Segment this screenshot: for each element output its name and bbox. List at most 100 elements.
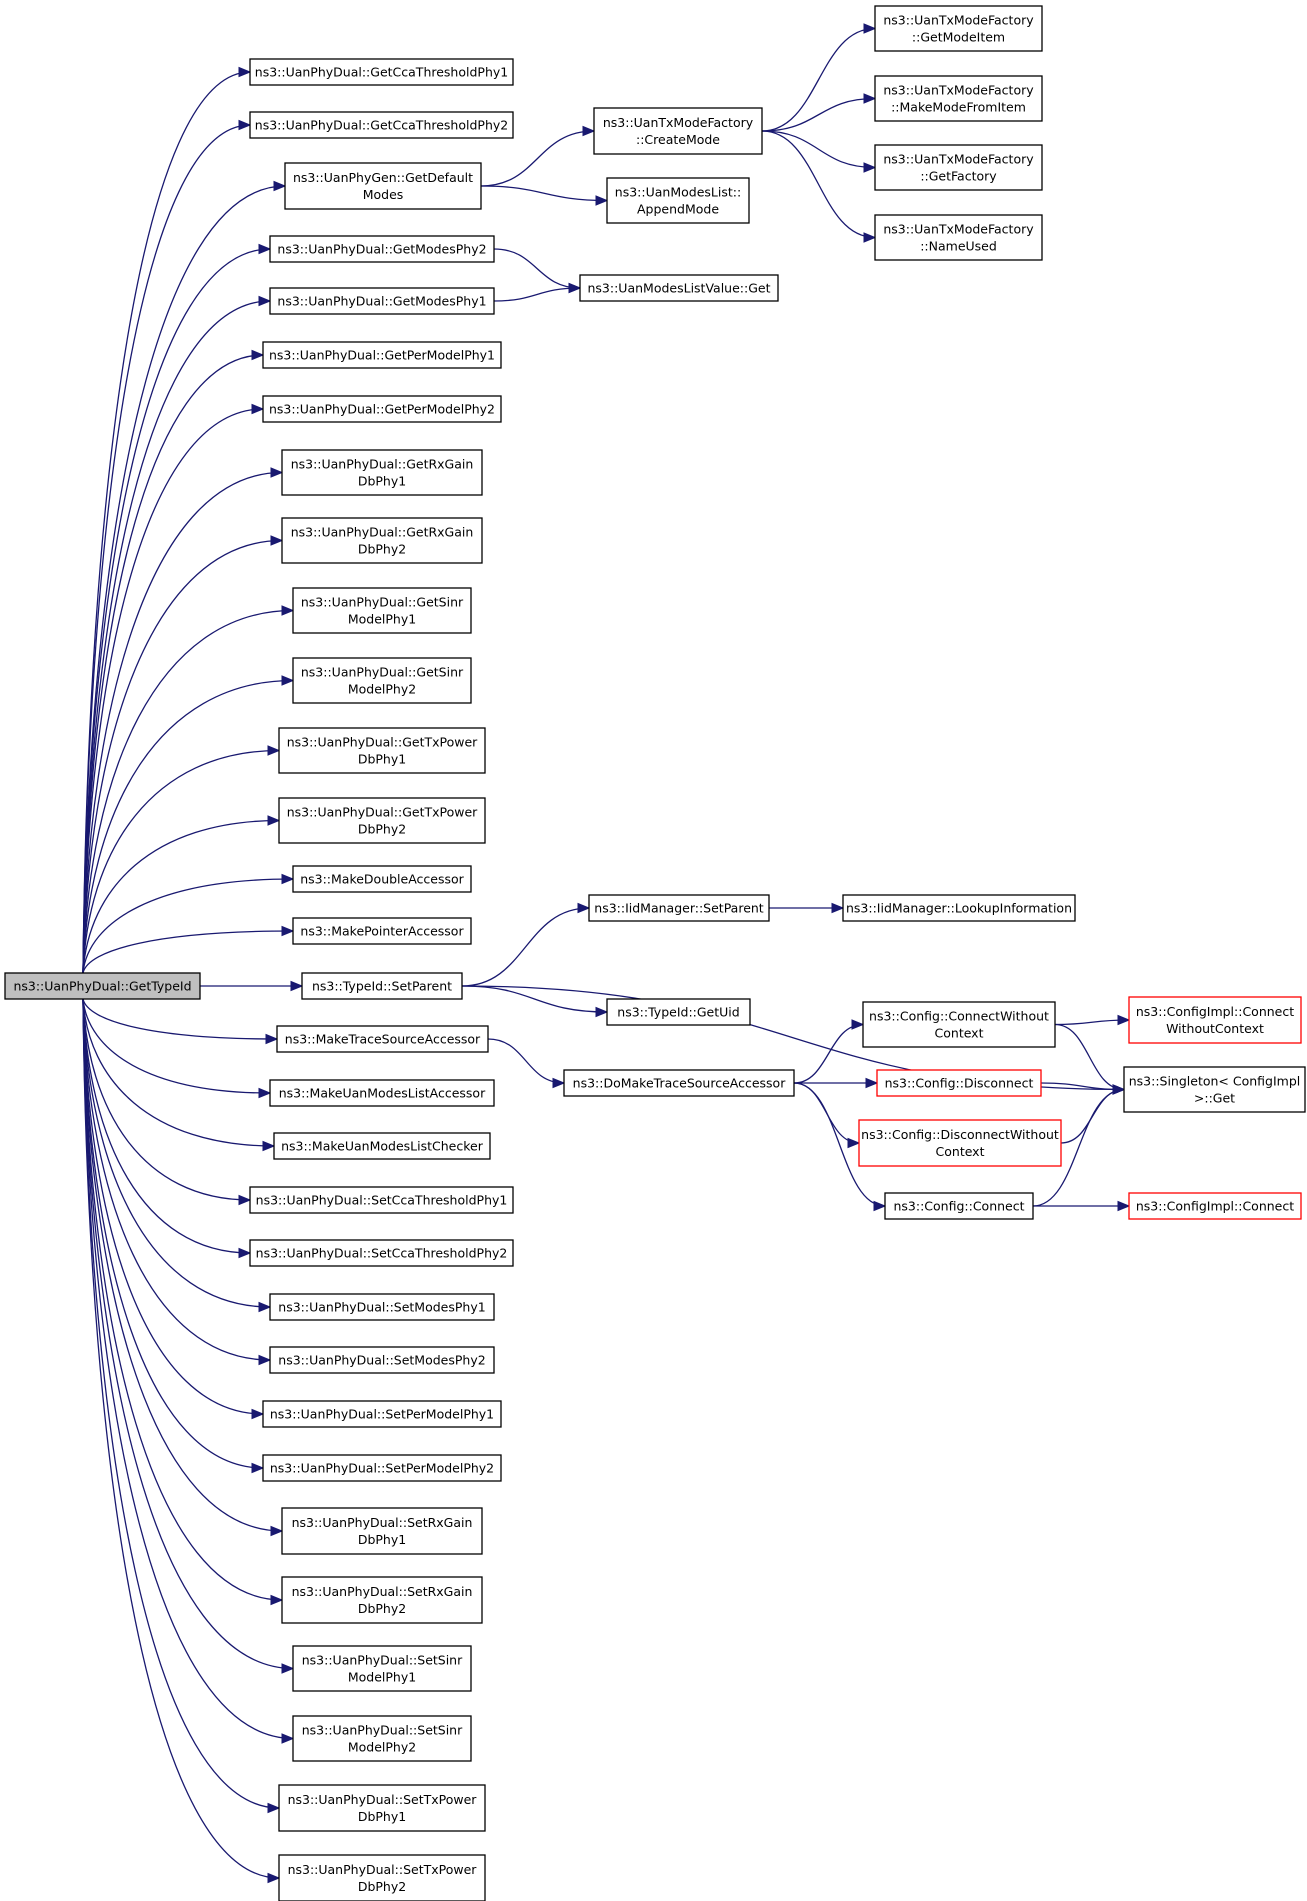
graph-node-n22[interactable]: ns3::UanPhyDual::SetModesPhy1 [269,1293,495,1321]
graph-node-m2[interactable]: ns3::UanModesList::AppendMode [606,177,750,224]
edge-c4-to-d2 [1032,1084,1126,1207]
node-label: DbPhy2 [358,822,406,837]
graph-node-d3[interactable]: ns3::ConfigImpl::Connect [1128,1192,1302,1220]
graph-node-n18[interactable]: ns3::MakeUanModesListAccessor [269,1079,495,1107]
arrowhead-icon [258,1087,272,1099]
graph-node-t1[interactable]: ns3::UanTxModeFactory::GetModeItem [874,5,1043,52]
root-node[interactable]: ns3::UanPhyDual::GetTypeId [4,972,201,1000]
arrowhead-icon [238,66,252,78]
node-box [1128,1192,1302,1220]
graph-node-m3[interactable]: ns3::UanModesListValue::Get [579,274,779,302]
node-label: ns3::UanModesListValue::Get [588,281,771,296]
arrowhead-icon [863,232,877,243]
graph-node-n24[interactable]: ns3::UanPhyDual::SetPerModelPhy1 [262,1400,502,1428]
graph-node-c2[interactable]: ns3::Config::Disconnect [876,1069,1042,1097]
edge-line [793,1023,864,1084]
graph-node-t2[interactable]: ns3::UanTxModeFactory::MakeModeFromItem [874,75,1043,122]
edge-n4-to-m3 [493,248,582,294]
node-label: ns3::UanModesList:: [615,185,741,200]
arrowhead-icon [595,1006,609,1018]
graph-node-n16[interactable]: ns3::TypeId::SetParent [301,972,463,1000]
edge-root-to-n21 [82,998,252,1259]
node-box [292,587,472,634]
graph-node-n7[interactable]: ns3::UanPhyDual::GetPerModelPhy2 [262,395,502,423]
edge-line [1054,1023,1125,1091]
edge-line [82,749,280,974]
graph-node-d2[interactable]: ns3::Singleton< ConfigImpl >::Get [1123,1066,1306,1113]
arrowhead-icon [267,745,281,756]
node-box [278,797,486,844]
edge-line [82,471,283,974]
graph-node-n2[interactable]: ns3::UanPhyDual::GetCcaThresholdPhy2 [249,111,514,139]
edge-m4-to-t5 [768,902,845,914]
graph-node-m5[interactable]: ns3::TypeId::GetUid [606,998,751,1026]
edge-m6-to-c2 [793,1077,879,1089]
graph-node-n4[interactable]: ns3::UanPhyDual::GetModesPhy2 [269,235,495,263]
arrowhead-icon [238,1247,252,1259]
edge-line [82,998,264,1415]
graph-node-n19[interactable]: ns3::MakeUanModesListChecker [273,1132,491,1160]
graph-node-n5[interactable]: ns3::UanPhyDual::GetModesPhy1 [269,287,495,315]
node-box [281,449,483,496]
node-label: WithoutContext [1166,1021,1264,1036]
edge-line [480,130,595,187]
edge-root-to-n1 [82,66,252,974]
edge-line [461,907,590,987]
arrowhead-icon [863,162,877,173]
graph-node-n21[interactable]: ns3::UanPhyDual::SetCcaThresholdPhy2 [249,1239,514,1267]
node-label: >::Get [1194,1091,1235,1106]
node-box [249,58,514,86]
arrowhead-icon [251,403,265,415]
graph-node-m6[interactable]: ns3::DoMakeTraceSourceAccessor [563,1069,795,1097]
graph-node-n1[interactable]: ns3::UanPhyDual::GetCcaThresholdPhy1 [249,58,514,86]
edge-line [82,185,286,974]
graph-node-n23[interactable]: ns3::UanPhyDual::SetModesPhy2 [269,1346,495,1374]
graph-node-t5[interactable]: ns3::IidManager::LookupInformation [842,894,1076,922]
edge-m6-to-c4 [793,1082,887,1212]
node-label: ns3::ConfigImpl::Connect [1136,1199,1294,1214]
arrowhead-icon [267,1802,281,1814]
edge-root-to-n31 [82,998,281,1884]
arrowhead-icon [1117,1200,1131,1212]
graph-node-m4[interactable]: ns3::IidManager::SetParent [588,894,770,922]
arrowhead-icon [267,815,281,826]
graph-node-n14[interactable]: ns3::MakeDoubleAccessor [292,865,472,893]
graph-node-n15[interactable]: ns3::MakePointerAccessor [292,917,472,945]
graph-node-t4[interactable]: ns3::UanTxModeFactory::NameUsed [874,214,1043,261]
node-label: DbPhy1 [358,474,406,489]
arrowhead-icon [270,535,284,546]
graph-node-t3[interactable]: ns3::UanTxModeFactory::GetFactory [874,144,1043,191]
graph-node-n25[interactable]: ns3::UanPhyDual::SetPerModelPhy2 [262,1454,502,1482]
node-box [1128,996,1302,1044]
graph-node-c4[interactable]: ns3::Config::Connect [884,1192,1034,1220]
graph-node-m1[interactable]: ns3::UanTxModeFactory::CreateMode [593,107,763,155]
edge-root-to-n22 [82,998,272,1313]
graph-node-n6[interactable]: ns3::UanPhyDual::GetPerModelPhy1 [262,341,502,369]
arrowhead-icon [251,1462,265,1474]
node-box [262,1454,502,1482]
graph-node-n17[interactable]: ns3::MakeTraceSourceAccessor [276,1025,489,1053]
arrowhead-icon [582,125,596,137]
edge-line [82,71,251,974]
edge-line [82,998,280,1879]
graph-node-n20[interactable]: ns3::UanPhyDual::SetCcaThresholdPhy1 [249,1186,514,1214]
node-box [292,1715,472,1762]
edge-m1-to-t3 [761,130,877,173]
